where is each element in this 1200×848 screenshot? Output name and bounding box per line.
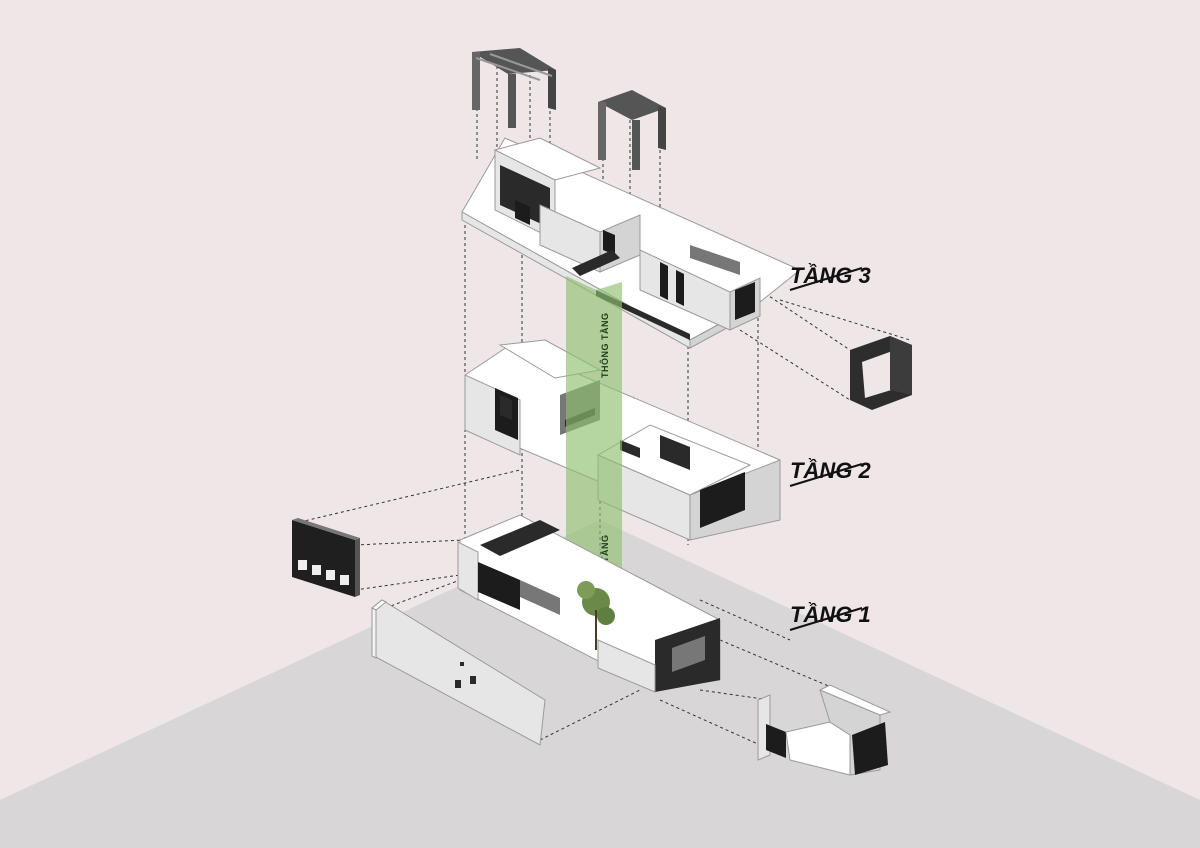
floor-2-model [464, 339, 781, 541]
facade-screen-panel [292, 518, 360, 597]
floor-label-2: TẦNG 2 [789, 458, 871, 487]
void-label-upper: THÔNG TẦNG [599, 313, 610, 379]
floor-3-model [461, 137, 801, 349]
floor-label-3: TẦNG 3 [789, 263, 871, 291]
floor-label-1-text: TẦNG 1 [790, 602, 871, 627]
square-frame-element [850, 336, 912, 410]
front-fence-wall [371, 599, 546, 746]
floor-label-2-text: TẦNG 2 [790, 458, 871, 483]
ground-plane [0, 520, 1200, 848]
entrance-gate [757, 684, 892, 776]
pergola-left [472, 48, 556, 128]
floor-label-1: TẦNG 1 [789, 602, 871, 631]
floor-label-3-text: TẦNG 3 [790, 263, 871, 288]
pergola-right [598, 90, 666, 170]
floor-1-model [457, 514, 721, 693]
